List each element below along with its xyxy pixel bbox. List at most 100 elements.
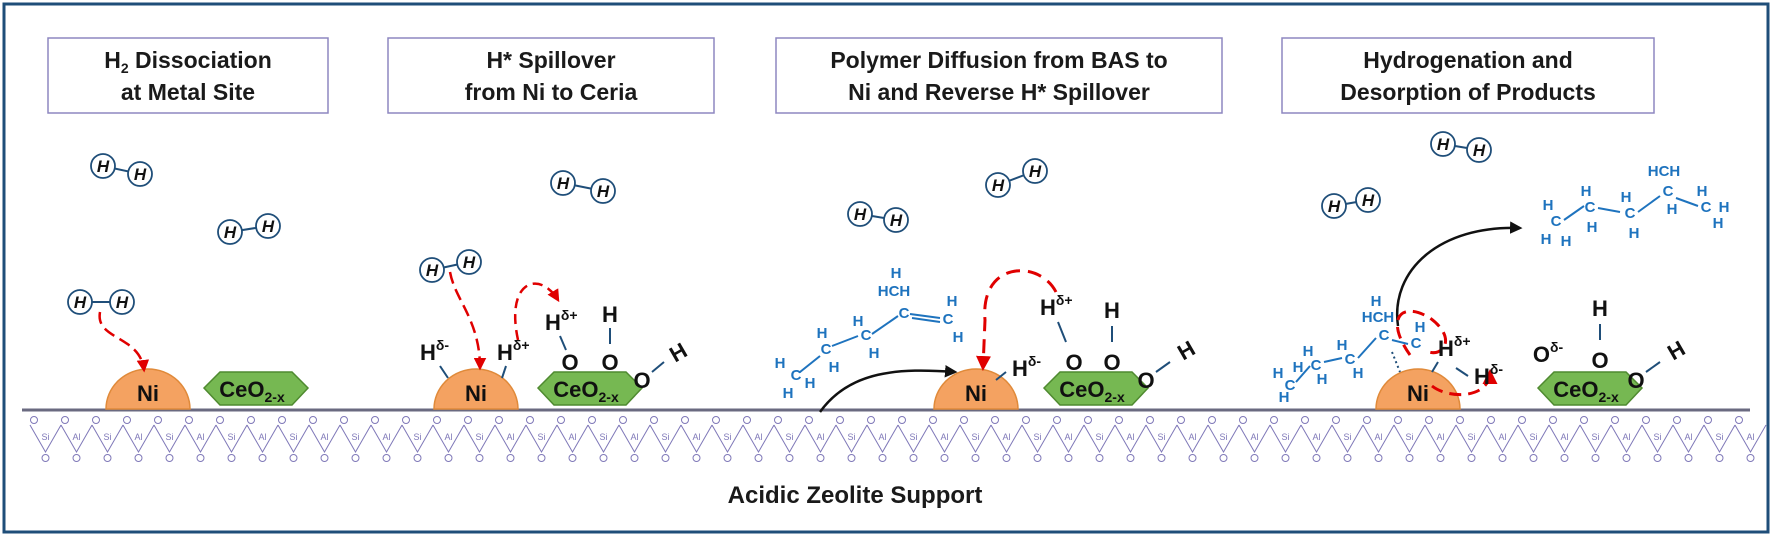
zeolite-t-atom: Si — [723, 432, 731, 442]
chain-atom-label: H — [1561, 233, 1572, 250]
zeolite-o-atom — [557, 416, 565, 424]
zeolite-t-atom: Si — [475, 432, 483, 442]
svg-text:H: H — [1592, 296, 1608, 321]
ceria-particle: CeO2-x — [1536, 371, 1644, 406]
zeolite-o-atom — [123, 416, 131, 424]
zeolite-o-atom — [165, 454, 174, 462]
zeolite-o-atom — [433, 416, 441, 424]
zeolite-o-atom — [1580, 416, 1588, 424]
zeolite-t-atom: Si — [1529, 432, 1537, 442]
zeolite-t-atom: Al — [1746, 432, 1754, 442]
zeolite-o-atom — [72, 454, 81, 462]
zeolite-o-atom — [1529, 454, 1538, 462]
chain-atom-label: H — [829, 359, 840, 376]
zeolite-o-atom — [1177, 416, 1185, 424]
chain-atom-label: H — [1273, 365, 1284, 382]
chain-atom-label: H — [1713, 215, 1724, 232]
chain-atom-label: H — [869, 345, 880, 362]
zeolite-t-atom: Al — [1064, 432, 1072, 442]
zeolite-o-atom — [351, 454, 360, 462]
zeolite-t-atom: Al — [1436, 432, 1444, 442]
h-atom — [883, 207, 909, 233]
h-atom-label: H — [262, 217, 275, 236]
panel3-species: Hδ- Hδ+ O H O O H — [818, 269, 1199, 413]
chain-atom-label: H — [1541, 231, 1552, 248]
zeolite-o-atom — [940, 454, 949, 462]
zeolite-o-atom — [1704, 416, 1712, 424]
chain-atom-label: C — [821, 341, 832, 358]
chain-atom-label: C — [1551, 213, 1562, 230]
zeolite-t-atom: Si — [971, 432, 979, 442]
zeolite-o-atom — [619, 416, 627, 424]
chain-atom-label: H — [947, 293, 958, 310]
zeolite-t-atom: Al — [444, 432, 452, 442]
zeolite-o-atom — [1219, 454, 1228, 462]
zeolite-t-atom: Si — [1405, 432, 1413, 442]
svg-text:O: O — [561, 350, 578, 375]
zeolite-o-atom — [1022, 416, 1030, 424]
zeolite-o-atom — [1684, 454, 1693, 462]
h-atom-label: H — [1437, 135, 1450, 154]
zeolite-o-atom — [1715, 454, 1724, 462]
zeolite-o-atom — [1157, 454, 1166, 462]
zeolite-o-atom — [320, 454, 329, 462]
chain-atom-label: H — [1317, 371, 1328, 388]
chain-atom-label: H — [1371, 293, 1382, 310]
zeolite-t-atom: Si — [41, 432, 49, 442]
zeolite-o-atom — [1281, 454, 1290, 462]
chain-atom-label: H — [1337, 337, 1348, 354]
h-atom-label: H — [1029, 162, 1042, 181]
zeolite-t-atom: Si — [227, 432, 235, 442]
zeolite-o-atom — [650, 416, 658, 424]
svg-text:H: H — [665, 338, 691, 368]
zeolite-o-atom — [1208, 416, 1216, 424]
svg-text:O: O — [633, 368, 650, 393]
zeolite-o-atom — [247, 416, 255, 424]
zeolite-t-atom: Si — [1653, 432, 1661, 442]
zeolite-o-atom — [1301, 416, 1309, 424]
h-atom-label: H — [97, 157, 110, 176]
h-atom — [1466, 137, 1492, 163]
h-atom — [255, 213, 281, 239]
svg-text:O: O — [1627, 368, 1644, 393]
ni-label: Ni — [137, 381, 159, 406]
zeolite-o-atom — [196, 454, 205, 462]
svg-text:O: O — [1137, 368, 1154, 393]
panel-title-3: Polymer Diffusion from BAS to Ni and Rev… — [775, 37, 1223, 114]
zeolite-t-atom: Al — [196, 432, 204, 442]
zeolite-o-atom — [475, 454, 484, 462]
ni-label: Ni — [965, 381, 987, 406]
zeolite-o-atom — [991, 416, 999, 424]
h-atom-label: H — [597, 182, 610, 201]
zeolite-t-atom: Si — [1095, 432, 1103, 442]
zeolite-t-atom: Si — [1033, 432, 1041, 442]
zeolite-t-atom: Si — [785, 432, 793, 442]
zeolite-o-atom — [1332, 416, 1340, 424]
svg-text:O: O — [601, 350, 618, 375]
zeolite-t-atom: Si — [103, 432, 111, 442]
chain-atom-label: C — [1585, 199, 1596, 216]
zeolite-o-atom — [1591, 454, 1600, 462]
zeolite-t-atom: Si — [1467, 432, 1475, 442]
zeolite-o-atom — [216, 416, 224, 424]
zeolite-o-atom — [506, 454, 515, 462]
zeolite-o-atom — [1487, 416, 1495, 424]
h-atom — [985, 172, 1011, 198]
ni-particle: Ni — [105, 368, 191, 410]
chain-atom-label: HCH — [1648, 163, 1681, 180]
h-atom-label: H — [224, 223, 237, 242]
panel-title-2: H* Spillover from Ni to Ceria — [387, 37, 715, 114]
zeolite-o-atom — [1735, 416, 1743, 424]
zeolite-o-atom — [1456, 416, 1464, 424]
h-atom-label: H — [1362, 191, 1375, 210]
zeolite-o-atom — [1250, 454, 1259, 462]
chain-atom-label: C — [1625, 205, 1636, 222]
chain-atom-label: H — [1621, 189, 1632, 206]
zeolite-o-atom — [898, 416, 906, 424]
zeolite-t-atom: Al — [692, 432, 700, 442]
